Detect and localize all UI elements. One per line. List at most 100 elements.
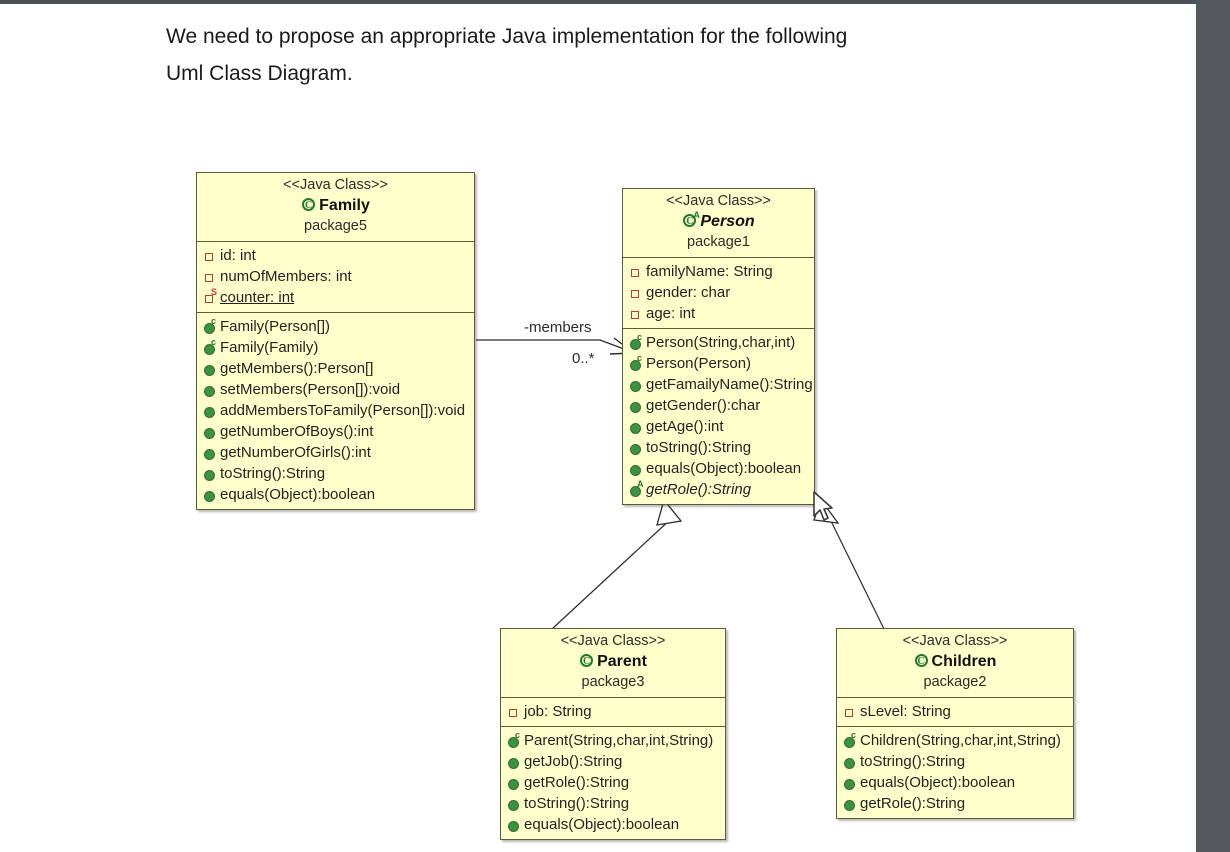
method-row: getMembers():Person[]	[203, 358, 472, 379]
java-class-icon: C	[301, 197, 318, 213]
method-icon	[203, 362, 217, 376]
method-icon	[629, 462, 643, 476]
method-icon	[203, 425, 217, 439]
method-icon	[507, 755, 521, 769]
method-icon	[843, 776, 857, 790]
method-row: equals(Object):boolean	[629, 458, 812, 479]
mouse-cursor	[813, 491, 833, 521]
method-row: equals(Object):boolean	[203, 484, 472, 505]
class-fields: sLevel: String	[837, 698, 1073, 727]
method-icon	[507, 797, 521, 811]
prompt-text: We need to propose an appropriate Java i…	[166, 18, 1066, 92]
method-icon	[629, 420, 643, 434]
prompt-line-2: Uml Class Diagram.	[166, 62, 353, 85]
method-icon	[843, 797, 857, 811]
field-row: familyName: String	[629, 261, 812, 282]
association-multiplicity-label: 0..*	[572, 350, 595, 367]
method-icon	[203, 488, 217, 502]
class-package: package3	[581, 674, 645, 690]
method-row: getJob():String	[507, 751, 723, 772]
class-stereotype: <<Java Class>>	[283, 177, 388, 193]
private-field-icon	[629, 307, 643, 321]
method-row: getRole():String	[507, 772, 723, 793]
class-package: package2	[923, 674, 987, 690]
method-icon	[843, 755, 857, 769]
constructor-icon: c	[203, 316, 217, 334]
java-class-icon: C	[579, 653, 596, 669]
method-row: toString():String	[507, 793, 723, 814]
class-stereotype: <<Java Class>>	[902, 633, 1008, 649]
class-stereotype: <<Java Class>>	[666, 193, 771, 209]
private-field-icon	[203, 249, 217, 263]
right-side-panel	[1196, 0, 1230, 852]
association-role-label: -members	[524, 319, 592, 336]
method-row: toString():String	[843, 751, 1071, 772]
class-fields: familyName: String gender: char age: int	[623, 258, 814, 329]
private-field-icon	[629, 265, 643, 279]
method-icon	[629, 399, 643, 413]
constructor-icon: c	[629, 332, 643, 350]
method-row: toString():String	[203, 463, 472, 484]
document-page: We need to propose an appropriate Java i…	[0, 4, 1196, 852]
method-icon	[507, 776, 521, 790]
generalization-parent-person	[551, 498, 683, 630]
method-row: getGender():char	[629, 395, 812, 416]
abstract-method-icon: A	[629, 479, 644, 497]
field-row: age: int	[629, 303, 812, 324]
java-class-icon: C	[914, 653, 931, 669]
method-icon	[203, 446, 217, 460]
method-icon	[203, 383, 217, 397]
private-field-icon	[843, 705, 857, 719]
window-top-edge	[0, 0, 1230, 4]
field-row: sLevel: String	[843, 701, 1071, 722]
generalization-children-person	[813, 498, 885, 630]
method-row: addMembersToFamily(Person[]):void	[203, 400, 472, 421]
prompt-line-1: We need to propose an appropriate Java i…	[166, 25, 848, 48]
field-row: numOfMembers: int	[203, 266, 472, 287]
field-row: gender: char	[629, 282, 812, 303]
method-icon	[203, 467, 217, 481]
method-row: toString():String	[629, 437, 812, 458]
constructor-icon: c	[507, 730, 521, 748]
constructor-icon: c	[629, 353, 643, 371]
method-icon	[629, 378, 643, 392]
class-package: package1	[687, 234, 750, 250]
method-row: getNumberOfGirls():int	[203, 442, 472, 463]
private-static-field-icon: S	[203, 287, 217, 305]
field-row: id: int	[203, 245, 472, 266]
method-row: equals(Object):boolean	[507, 814, 723, 835]
class-package: package5	[304, 218, 367, 234]
method-row: getAge():int	[629, 416, 812, 437]
constructor-icon: c	[203, 337, 217, 355]
field-row: job: String	[507, 701, 723, 722]
method-row: getFamailyName():String	[629, 374, 813, 395]
class-stereotype: <<Java Class>>	[560, 633, 666, 649]
method-row: equals(Object):boolean	[843, 772, 1071, 793]
private-field-icon	[507, 705, 521, 719]
method-row: getRole():String	[843, 793, 1071, 814]
